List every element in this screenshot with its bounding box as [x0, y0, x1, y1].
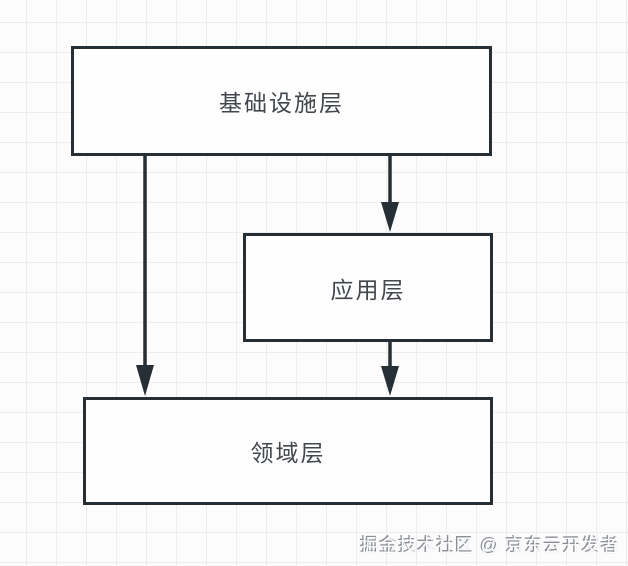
node-label-application: 应用层 — [330, 276, 406, 303]
watermark: 掘金技术社区 @ 京东云开发者 — [360, 536, 620, 556]
node-label-domain: 领域层 — [250, 440, 326, 466]
arrowhead-down-icon — [381, 202, 399, 232]
node-domain-layer: 领域层 — [83, 397, 493, 505]
arrowhead-down-icon — [136, 365, 154, 396]
node-application-layer: 应用层 — [243, 233, 493, 342]
arrowhead-down-icon — [381, 366, 399, 396]
arrow-application-to-domain — [381, 342, 399, 396]
arrow-infrastructure-to-application — [381, 156, 399, 232]
node-label-infrastructure: 基础设施层 — [219, 90, 344, 116]
node-infrastructure-layer: 基础设施层 — [71, 46, 492, 156]
arrow-infrastructure-to-domain — [136, 156, 154, 396]
